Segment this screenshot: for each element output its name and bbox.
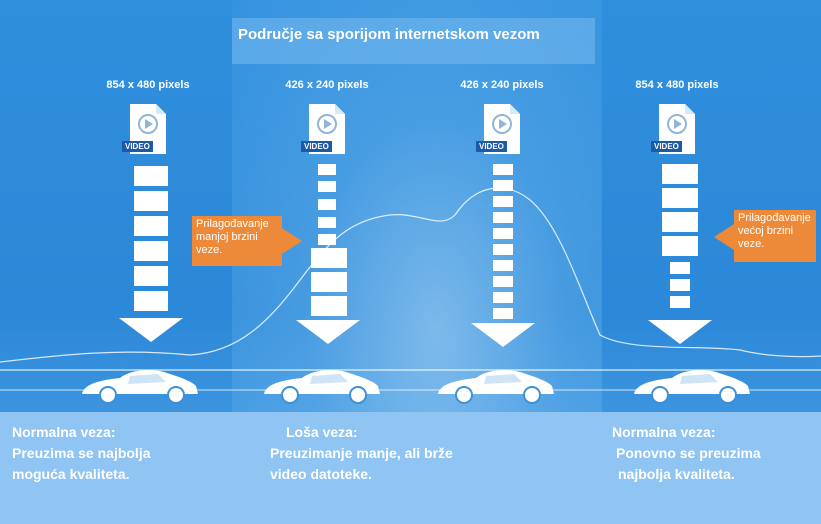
- segment-block: [134, 216, 168, 236]
- segment-block: [134, 166, 168, 186]
- segment-block: [662, 236, 698, 256]
- segment-block: [493, 164, 513, 175]
- segment-block: [493, 276, 513, 287]
- segment-block: [493, 308, 513, 319]
- down-arrow-icon: [296, 320, 360, 344]
- segment-block: [493, 260, 513, 271]
- caption-line: Preuzima se najbolja: [12, 445, 151, 461]
- segment-block: [670, 279, 690, 291]
- bandwidth-curve: [0, 187, 821, 363]
- caption-normal-end: Normalna veza: Ponovno se preuzima najbo…: [612, 422, 817, 485]
- note-line: veze.: [738, 238, 765, 250]
- title-box: [232, 18, 595, 64]
- segment-block: [670, 296, 690, 308]
- down-arrow-icon: [648, 320, 712, 344]
- car-icon: [634, 370, 750, 404]
- segment-block: [670, 262, 690, 274]
- resolution-label-4: 854 x 480 pixels: [635, 79, 719, 91]
- segment-block: [493, 196, 513, 207]
- segment-block: [318, 199, 336, 210]
- segment-block: [493, 244, 513, 255]
- caption-line: Ponovno se preuzima: [616, 445, 761, 461]
- segment-block: [134, 191, 168, 211]
- segment-block: [311, 248, 347, 268]
- caption-heading: Normalna veza:: [12, 424, 116, 440]
- segment-block: [134, 241, 168, 261]
- segment-block: [134, 266, 168, 286]
- resolution-label-1: 854 x 480 pixels: [106, 79, 190, 91]
- left-arrow-icon: [714, 224, 734, 250]
- car-icon: [438, 370, 554, 404]
- adapt-higher-speed-note: Prilagođavanje većoj brzini veze.: [734, 210, 816, 262]
- slow-connection-zone: [232, 0, 602, 412]
- adapt-lower-speed-note: Prilagođavanje manjoj brzini veze.: [192, 216, 282, 266]
- video-badge-3: VIDEO: [476, 141, 507, 152]
- segment-block: [311, 296, 347, 316]
- caption-line: video datoteke.: [270, 466, 372, 482]
- resolution-label-2: 426 x 240 pixels: [285, 79, 369, 91]
- segment-block: [134, 291, 168, 311]
- note-line: Prilagođavanje: [196, 218, 269, 230]
- note-line: manjoj brzini: [196, 231, 258, 243]
- segment-block: [318, 234, 336, 245]
- video-badge-4: VIDEO: [651, 141, 682, 152]
- segment-block: [493, 292, 513, 303]
- segment-block: [318, 164, 336, 175]
- caption-heading: Loša veza:: [286, 424, 358, 440]
- caption-heading: Normalna veza:: [612, 424, 716, 440]
- segment-block: [493, 180, 513, 191]
- caption-line: Preuzimanje manje, ali brže: [270, 445, 453, 461]
- caption-line: najbolja kvaliteta.: [618, 466, 735, 482]
- caption-band: [0, 412, 821, 524]
- segment-block: [318, 181, 336, 192]
- right-arrow-icon: [282, 228, 302, 254]
- down-arrow-icon: [471, 323, 535, 347]
- caption-line: moguća kvaliteta.: [12, 466, 130, 482]
- note-line: Prilagođavanje: [738, 212, 811, 224]
- note-line: veze.: [196, 244, 223, 256]
- caption-normal-start: Normalna veza: Preuzima se najbolja mogu…: [12, 422, 232, 485]
- video-badge-2: VIDEO: [301, 141, 332, 152]
- video-badge-1: VIDEO: [122, 141, 153, 152]
- segment-block: [493, 212, 513, 223]
- segment-block: [493, 228, 513, 239]
- segment-block: [318, 217, 336, 228]
- car-icon: [264, 370, 380, 404]
- resolution-label-3: 426 x 240 pixels: [460, 79, 544, 91]
- diagram-title: Područje sa sporijom internetskom vezom: [238, 26, 540, 43]
- segment-block: [662, 188, 698, 208]
- note-line: većoj brzini: [738, 225, 794, 237]
- caption-poor-connection: Loša veza: Preuzimanje manje, ali brže v…: [270, 422, 586, 485]
- segment-block: [662, 164, 698, 184]
- segment-block: [311, 272, 347, 292]
- down-arrow-icon: [119, 318, 183, 342]
- segment-block: [662, 212, 698, 232]
- car-icon: [82, 370, 198, 404]
